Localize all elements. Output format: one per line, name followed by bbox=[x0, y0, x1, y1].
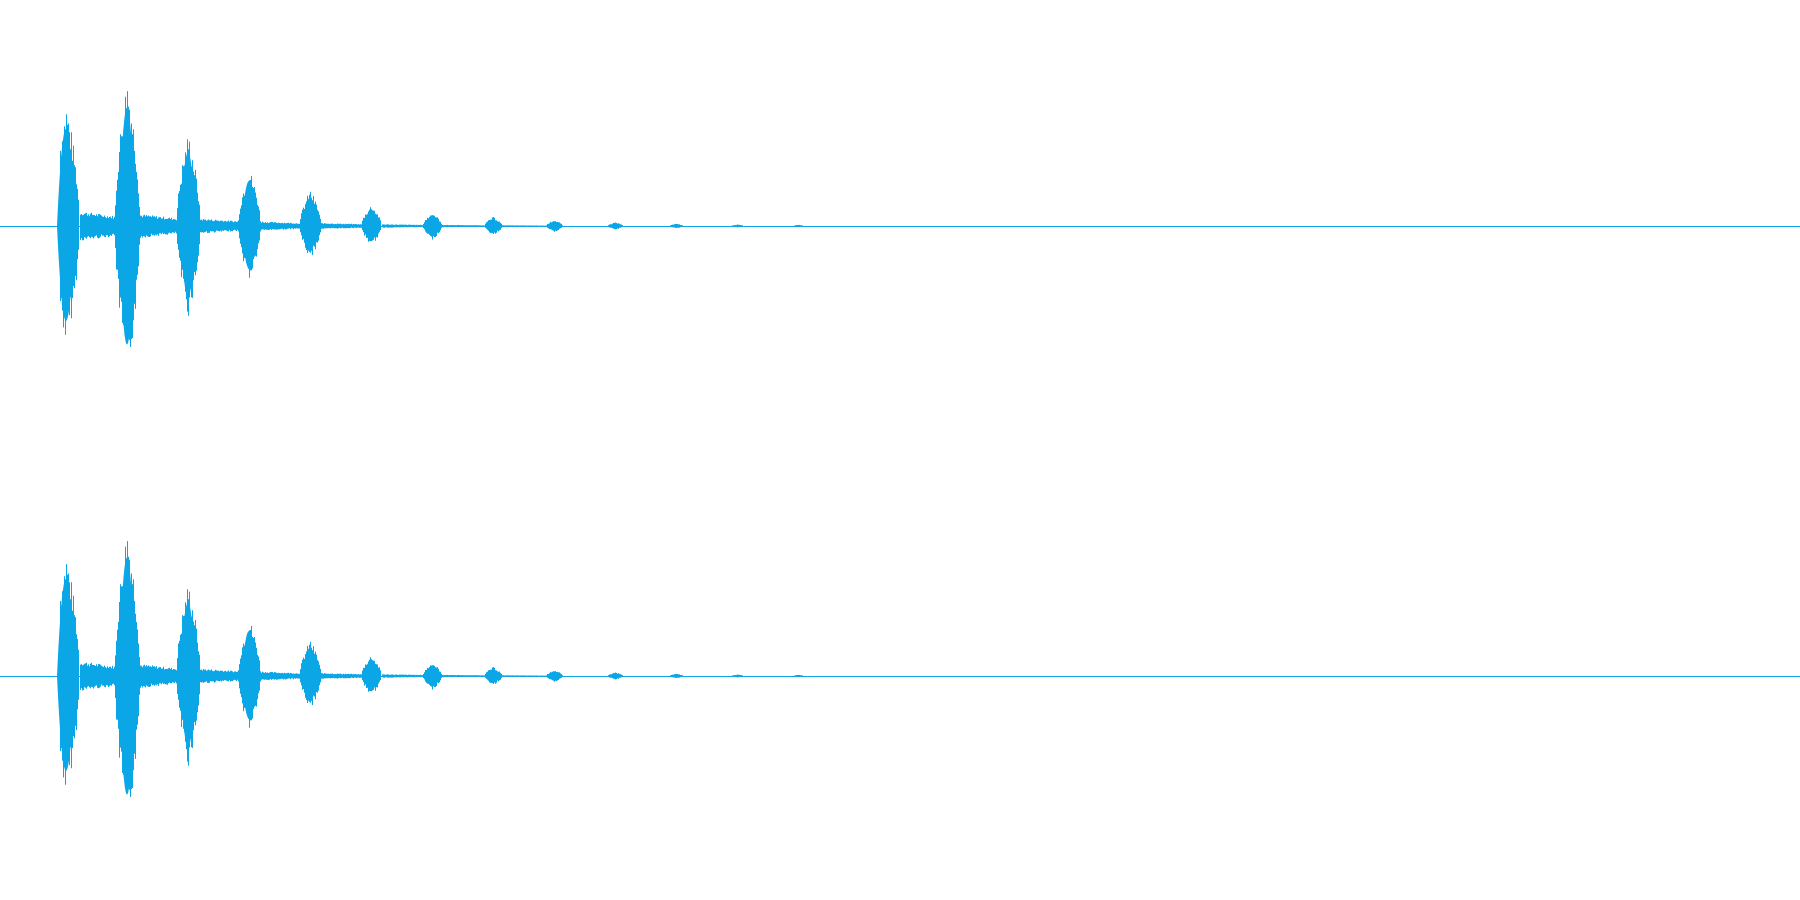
burst-left-12 bbox=[733, 224, 741, 228]
burst-right-9 bbox=[549, 671, 559, 681]
burst-left-3 bbox=[180, 152, 196, 298]
burst-right-4 bbox=[241, 630, 257, 719]
burst-left-1 bbox=[57, 128, 75, 321]
burst-right-13 bbox=[794, 675, 802, 677]
burst-left-13 bbox=[794, 225, 802, 227]
burst-right-1 bbox=[57, 578, 75, 771]
burst-left-7 bbox=[426, 215, 438, 237]
burst-right-10 bbox=[610, 673, 620, 679]
burst-left-2 bbox=[118, 107, 136, 345]
burst-right-3 bbox=[180, 602, 196, 748]
burst-left-6 bbox=[364, 209, 378, 242]
burst-right-11 bbox=[672, 674, 680, 678]
burst-right-5 bbox=[303, 647, 317, 703]
burst-left-5 bbox=[303, 197, 317, 253]
waveform-channel-right bbox=[0, 541, 1800, 797]
burst-right-7 bbox=[426, 665, 438, 687]
burst-right-6 bbox=[364, 659, 378, 692]
burst-left-9 bbox=[549, 221, 559, 231]
burst-right-12 bbox=[733, 674, 741, 678]
burst-right-2 bbox=[118, 557, 136, 795]
burst-left-10 bbox=[610, 223, 620, 229]
burst-right-8 bbox=[487, 668, 499, 684]
burst-left-4 bbox=[241, 180, 257, 269]
waveform-channel-left bbox=[0, 91, 1800, 347]
burst-left-8 bbox=[487, 218, 499, 234]
burst-left-11 bbox=[672, 224, 680, 228]
